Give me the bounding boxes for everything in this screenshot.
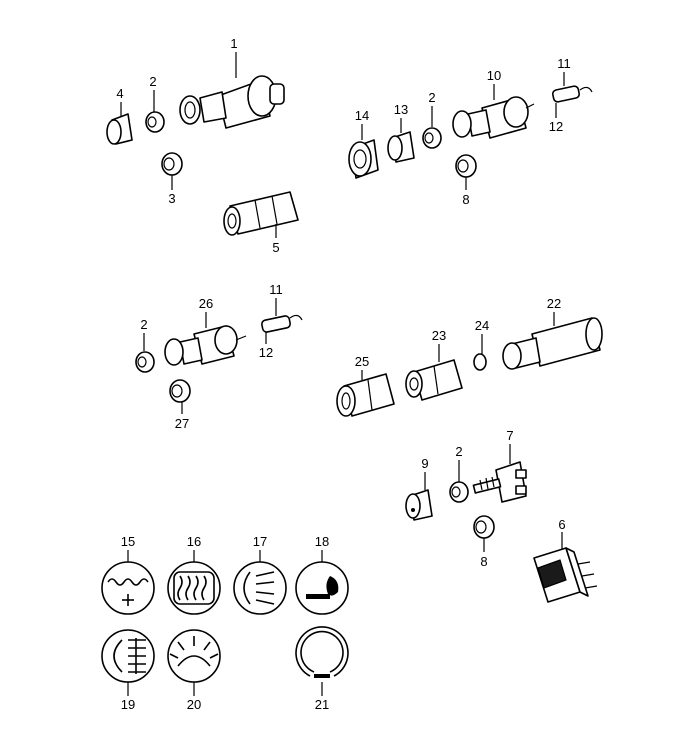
callout-26: 26	[199, 296, 213, 311]
callout-21: 21	[315, 697, 329, 712]
part-6-rocker-switch	[533, 547, 598, 603]
part-2-nut	[145, 111, 165, 133]
callout-3: 3	[168, 191, 175, 206]
callout-25: 25	[355, 354, 369, 369]
part-7-rotary-switch	[472, 461, 527, 503]
part-5-lighter	[223, 191, 299, 236]
callout-17: 17	[253, 534, 267, 549]
callout-27: 27	[175, 416, 189, 431]
part-2-nut-b	[422, 127, 442, 149]
part-11-bulb-holder	[551, 85, 593, 103]
callout-8-b: 8	[480, 554, 487, 569]
callout-12-b: 12	[259, 345, 273, 360]
callout-22: 22	[547, 296, 561, 311]
part-25-lighter-element	[336, 373, 395, 417]
part-10-switch	[452, 96, 535, 139]
callout-13: 13	[394, 102, 408, 117]
callout-6: 6	[558, 517, 565, 532]
callout-12-a: 12	[549, 119, 563, 134]
callout-8-a: 8	[462, 192, 469, 207]
callout-19: 19	[121, 697, 135, 712]
callout-7: 7	[506, 428, 513, 443]
callout-5: 5	[272, 240, 279, 255]
callout-9: 9	[421, 456, 428, 471]
symbol-17-headlight	[233, 561, 287, 615]
part-27-grommet	[169, 379, 191, 403]
part-26-switch	[164, 325, 247, 366]
callout-10: 10	[487, 68, 501, 83]
part-22-lighter-housing	[502, 317, 603, 370]
part-2-nut-d	[449, 481, 469, 503]
symbol-19-fog-light	[101, 629, 155, 683]
callout-11-b: 11	[269, 282, 283, 297]
callout-15: 15	[121, 534, 135, 549]
part-24-nut	[473, 353, 487, 371]
callout-16: 16	[187, 534, 201, 549]
symbol-18-seat-heat	[295, 561, 349, 615]
part-8-grommet	[455, 154, 477, 178]
part-8-grommet-b	[473, 515, 495, 539]
part-2-nut-c	[135, 351, 155, 373]
symbol-16-defroster	[167, 561, 221, 615]
callout-14: 14	[355, 108, 369, 123]
callout-2-a: 2	[149, 74, 156, 89]
callout-24: 24	[475, 318, 489, 333]
part-9-knob	[405, 489, 433, 521]
callout-11-a: 11	[557, 56, 571, 71]
symbol-20-interior-light	[167, 629, 221, 683]
callout-2-b: 2	[428, 90, 435, 105]
part-1-pull-switch	[179, 75, 285, 129]
part-14-bezel	[348, 139, 379, 179]
symbol-15-rear-window-heat	[101, 561, 155, 615]
callout-20: 20	[187, 697, 201, 712]
callout-2-d: 2	[455, 444, 462, 459]
part-3-grommet	[161, 152, 183, 176]
callout-23: 23	[432, 328, 446, 343]
symbol-21-lighter-ring	[295, 626, 349, 678]
callout-1: 1	[230, 36, 237, 51]
callout-4: 4	[116, 86, 123, 101]
part-4-knob	[106, 113, 133, 145]
callout-2-c: 2	[140, 317, 147, 332]
part-23-socket	[405, 359, 463, 401]
part-13-knob	[387, 131, 415, 163]
callout-18: 18	[315, 534, 329, 549]
part-11-bulb-holder-b	[261, 314, 303, 333]
